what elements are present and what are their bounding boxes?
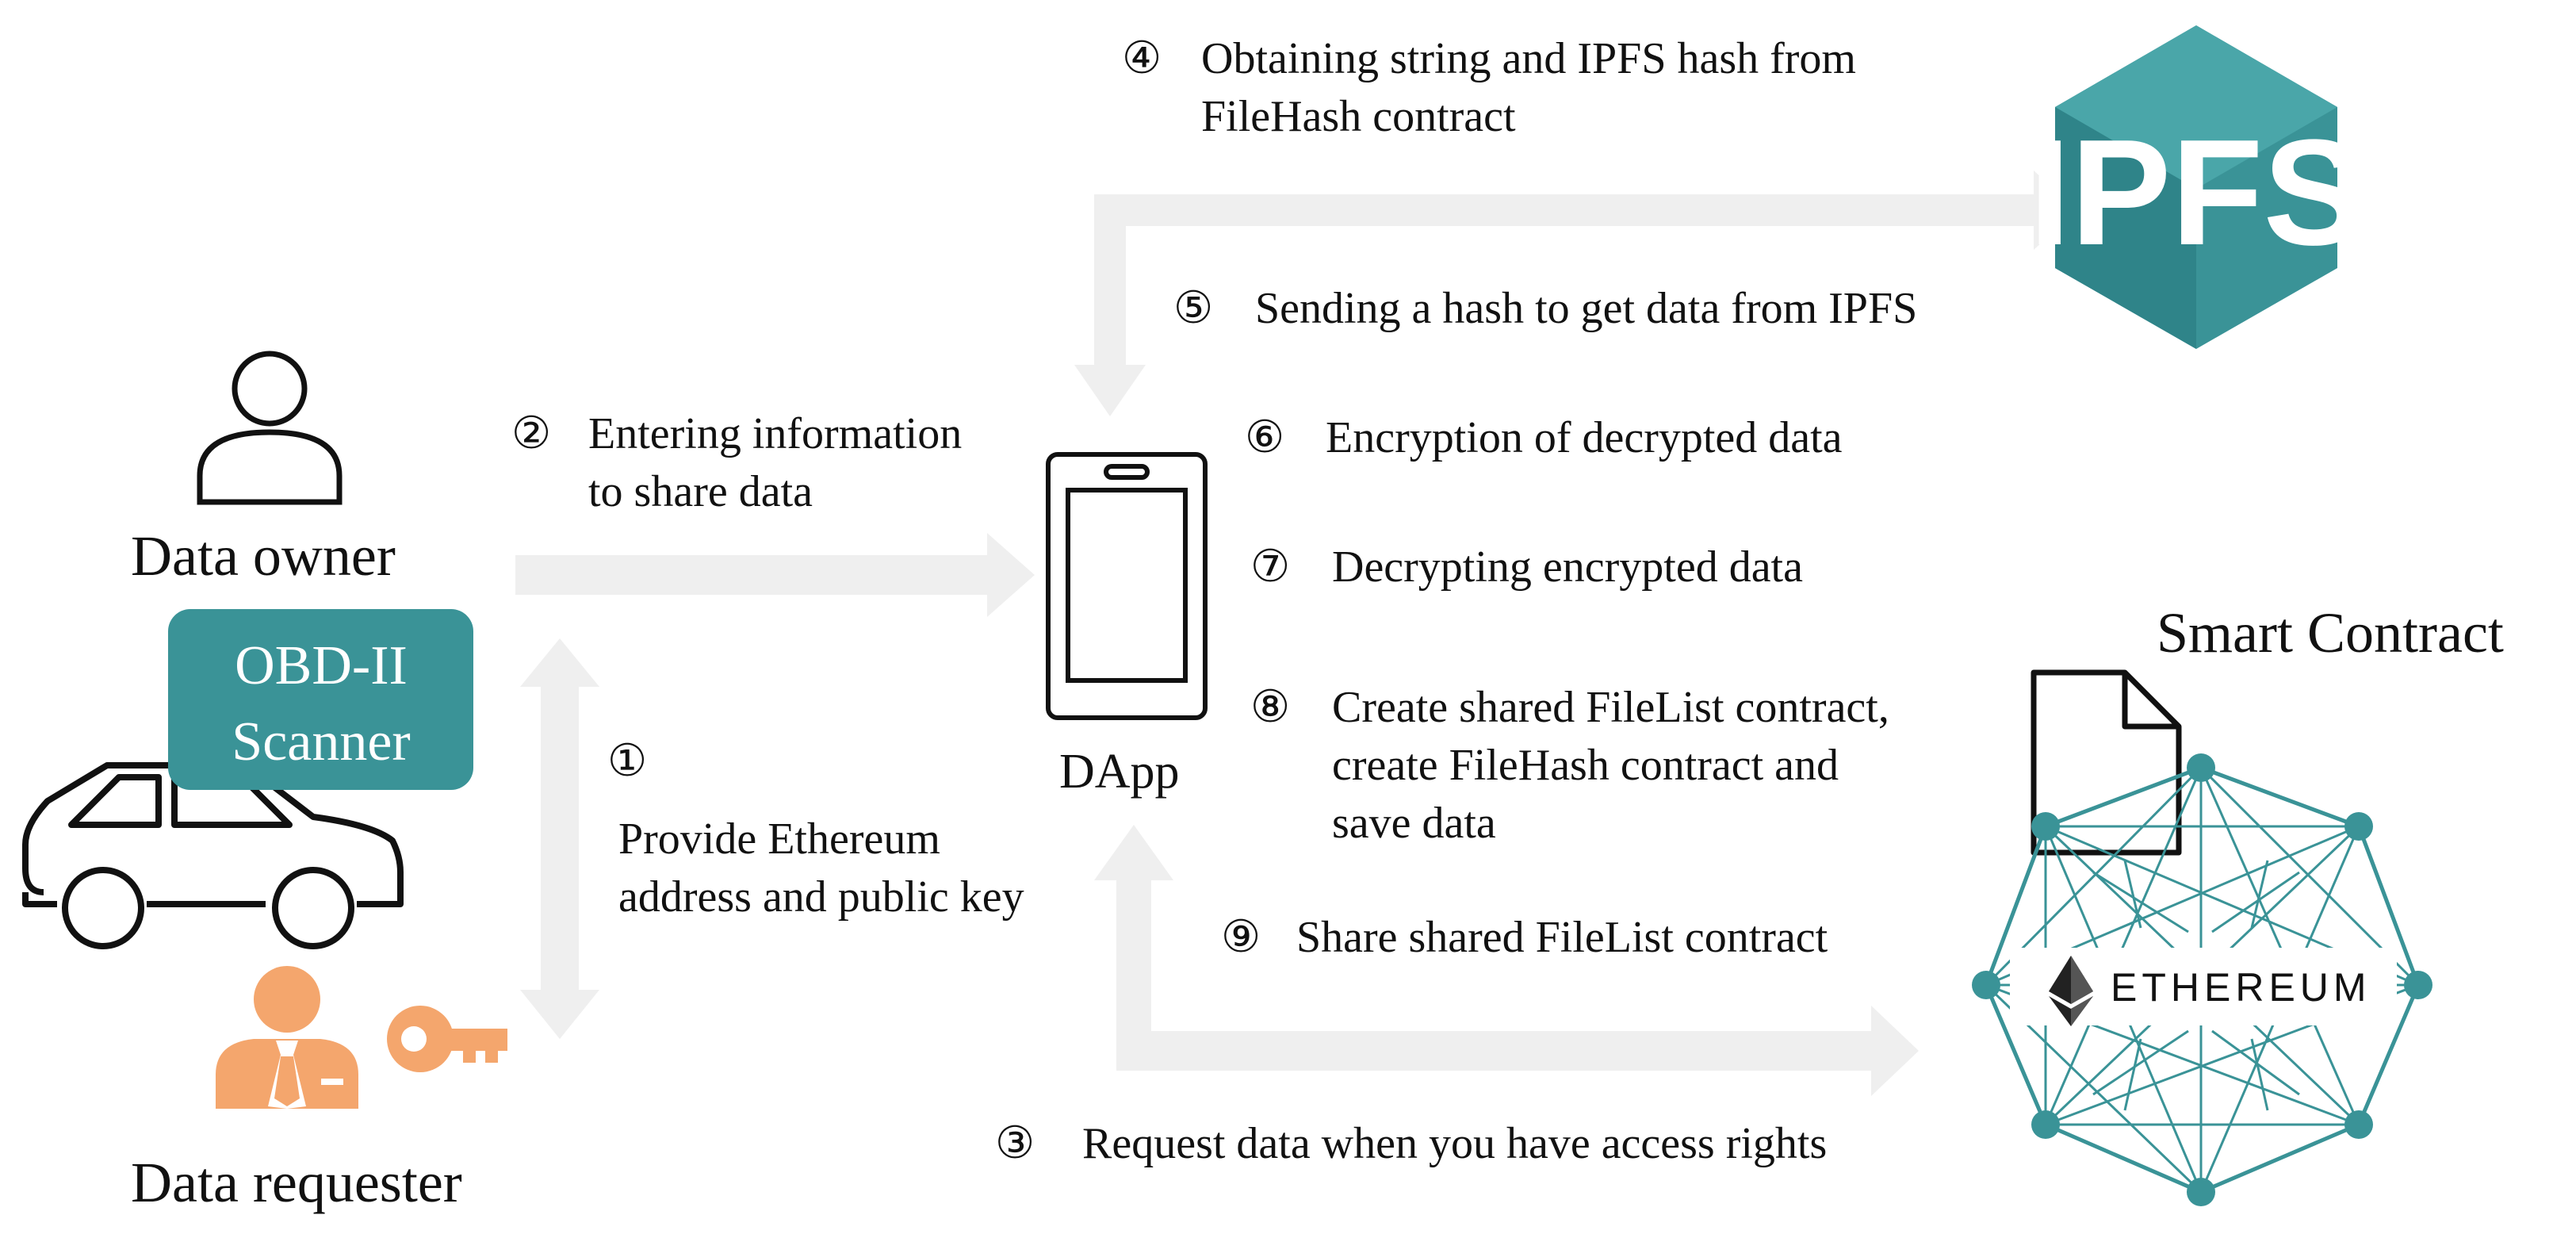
step-4: ④ Obtaining string and IPFS hash from Fi… — [1122, 34, 1856, 141]
car-icon — [22, 762, 404, 949]
step-7: ⑦ Decrypting encrypted data — [1250, 542, 1803, 592]
arrow-dapp-ethereum — [1094, 825, 1919, 1096]
step-8-line-2: create FileHash contract and — [1332, 741, 1839, 790]
step-7-number: ⑦ — [1250, 542, 1290, 592]
dapp-label: DApp — [1059, 745, 1180, 799]
step-1-line-2: address and public key — [618, 872, 1024, 922]
key-icon — [387, 1006, 507, 1072]
step-4-number: ④ — [1122, 34, 1162, 83]
step-5-line-1: Sending a hash to get data from IPFS — [1255, 284, 1917, 333]
step-4-line-1: Obtaining string and IPFS hash from — [1201, 34, 1856, 83]
step-3: ③ Request data when you have access righ… — [995, 1119, 1827, 1168]
arrow-owner-to-dapp — [515, 533, 1035, 617]
person-icon — [197, 351, 343, 505]
step-8-number: ⑧ — [1250, 683, 1290, 732]
step-1-number: ① — [607, 737, 647, 786]
ipfs-logo-text: IPFS — [2029, 109, 2364, 277]
step-1-line-1: Provide Ethereum — [618, 814, 940, 864]
obd-scanner-badge: OBD-II Scanner — [168, 609, 473, 790]
smartphone-icon — [1046, 452, 1208, 720]
step-6-number: ⑥ — [1245, 413, 1284, 462]
ethereum-logo-text: ETHEREUM — [2111, 965, 2371, 1010]
data-requester-label: Data requester — [131, 1151, 462, 1214]
ipfs-logo: IPFS — [2029, 25, 2364, 349]
step-2-line-2: to share data — [588, 467, 813, 516]
step-6-line-1: Encryption of decrypted data — [1326, 413, 1843, 462]
data-owner-label: Data owner — [131, 524, 396, 588]
obd-scanner-line1: OBD-II — [235, 635, 408, 696]
ethereum-diamond-icon — [2049, 956, 2093, 1026]
step-3-number: ③ — [995, 1119, 1035, 1168]
step-8-line-1: Create shared FileList contract, — [1332, 683, 1889, 732]
step-9-line-1: Share shared FileList contract — [1296, 913, 1828, 962]
step-4-line-2: FileHash contract — [1201, 92, 1516, 141]
step-7-line-1: Decrypting encrypted data — [1332, 542, 1803, 592]
step-5: ⑤ Sending a hash to get data from IPFS — [1173, 284, 1917, 333]
step-5-number: ⑤ — [1173, 284, 1213, 333]
step-3-line-1: Request data when you have access rights — [1082, 1119, 1827, 1168]
step-2-number: ② — [511, 409, 551, 458]
flow-arrows — [515, 171, 2077, 1096]
step-2: ② Entering information to share data — [511, 409, 962, 516]
step-9: ⑨ Share shared FileList contract — [1221, 913, 1828, 962]
arrow-dapp-ipfs — [1074, 171, 2077, 416]
smart-contract-label: Smart Contract — [2157, 601, 2504, 665]
step-1: ① Provide Ethereum address and public ke… — [607, 737, 1024, 922]
step-8-line-3: save data — [1332, 799, 1496, 848]
step-9-number: ⑨ — [1221, 913, 1261, 962]
obd-scanner-line2: Scanner — [232, 711, 410, 772]
arrow-owner-requester-bidirectional — [520, 638, 599, 1039]
step-2-line-1: Entering information — [588, 409, 962, 458]
requester-icon — [216, 966, 358, 1109]
step-6: ⑥ Encryption of decrypted data — [1245, 413, 1843, 462]
step-8: ⑧ Create shared FileList contract, creat… — [1250, 683, 1889, 848]
